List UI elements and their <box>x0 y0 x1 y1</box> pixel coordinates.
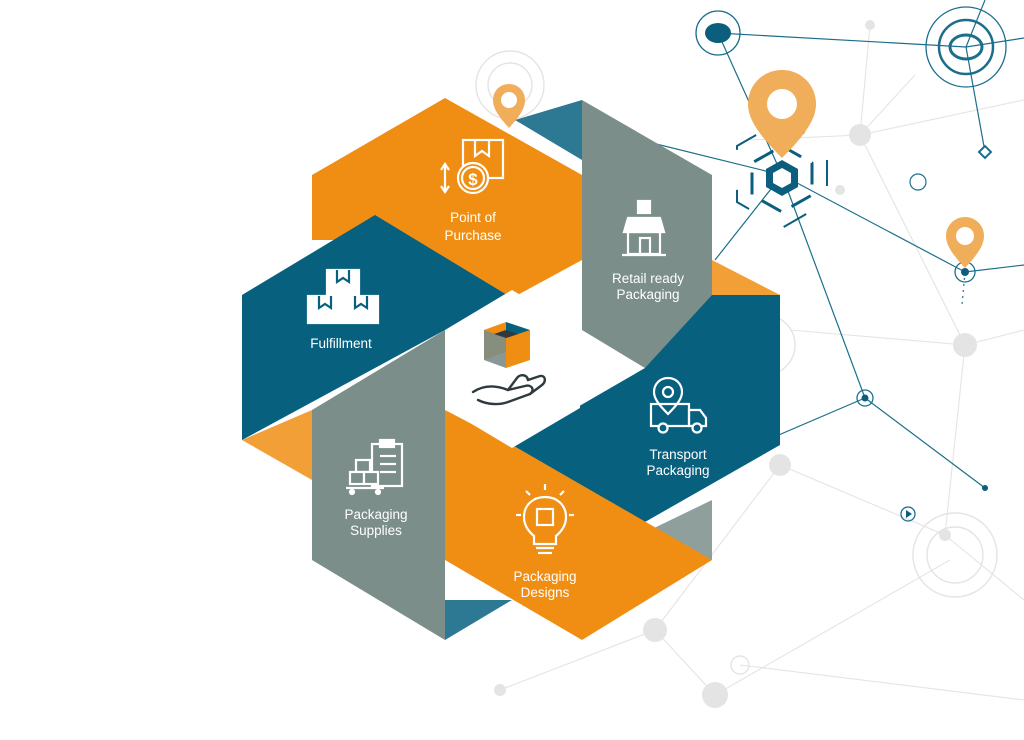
location-pin-icon <box>956 227 974 245</box>
box-in-hand-icon <box>471 322 546 406</box>
segment-label-point-of-purchase-line2: Purchase <box>444 228 501 243</box>
network-node <box>835 185 845 195</box>
fold-top <box>515 100 582 160</box>
segment-label-fulfillment-line1: Fulfillment <box>310 336 372 351</box>
network-node <box>849 124 871 146</box>
delivery-truck-icon <box>649 376 708 434</box>
network-node <box>939 529 951 541</box>
segment-label-retail-ready-line2: Packaging <box>616 287 679 302</box>
center-hexagon <box>445 290 580 448</box>
network-hex-node <box>977 144 993 160</box>
network-node <box>961 268 969 276</box>
location-pins <box>493 70 984 268</box>
segment-label-retail-ready-line1: Retail ready <box>612 271 684 286</box>
network-node <box>769 454 791 476</box>
network-line <box>965 46 986 153</box>
band-designs <box>445 410 712 640</box>
network-node-ring <box>925 6 1007 88</box>
segment-label-transport-line2: Packaging <box>646 463 709 478</box>
network-line <box>961 271 966 306</box>
svg-text:$: $ <box>468 170 478 189</box>
storefront-icon <box>622 199 666 257</box>
stacked-boxes-icon <box>306 268 380 325</box>
network-ring <box>912 512 998 598</box>
band-retail-ready <box>582 100 712 368</box>
band-transport <box>512 295 780 522</box>
network-node-ring <box>937 18 995 76</box>
network-node-ring <box>909 173 927 191</box>
network-node-ring <box>948 33 984 61</box>
hexagon-center <box>445 290 580 448</box>
network-background <box>475 0 1024 708</box>
segment-label-point-of-purchase-line1: Point of <box>450 210 496 225</box>
network-line <box>864 397 986 489</box>
band-fulfillment <box>242 215 512 440</box>
segment-label-designs-line2: Designs <box>521 585 570 600</box>
segment-labels: Point of Purchase Retail ready Packaging… <box>310 210 709 600</box>
fold-left <box>242 410 312 480</box>
fold-right <box>710 260 780 300</box>
segment-label-transport-line1: Transport <box>649 447 707 462</box>
segment-label-designs-line1: Packaging <box>513 569 576 584</box>
lightbulb-box-icon <box>516 484 574 555</box>
network-line <box>781 174 966 273</box>
network-node <box>702 682 728 708</box>
network-node <box>494 684 506 696</box>
location-pin-icon <box>501 92 517 108</box>
segment-label-supplies-line1: Packaging <box>344 507 407 522</box>
band-point-of-purchase <box>312 98 582 298</box>
network-node-ring <box>856 389 874 407</box>
play-node-icon <box>906 510 912 518</box>
box-dollar-icon: $ <box>440 138 505 195</box>
network-node <box>982 485 988 491</box>
network-line <box>965 0 986 48</box>
network-node-ring <box>695 10 741 56</box>
segment-label-supplies-line2: Supplies <box>350 523 402 538</box>
fold-bottom <box>445 600 512 640</box>
network-node <box>705 23 731 43</box>
network-ring <box>926 526 984 584</box>
play-node-icon <box>900 506 916 522</box>
clipboard-boxes-icon <box>346 438 404 496</box>
network-line <box>717 32 967 48</box>
network-ring <box>730 655 750 675</box>
hex-cluster <box>736 118 828 230</box>
network-node <box>643 618 667 642</box>
network-node <box>865 20 875 30</box>
network-line <box>781 174 866 399</box>
network-line <box>639 139 783 176</box>
fold-lower-right <box>650 500 712 560</box>
network-node <box>861 394 869 402</box>
network-faint-lines <box>499 24 1024 701</box>
location-pin-icon <box>767 89 797 119</box>
network-node <box>953 333 977 357</box>
network-line <box>965 37 1024 48</box>
